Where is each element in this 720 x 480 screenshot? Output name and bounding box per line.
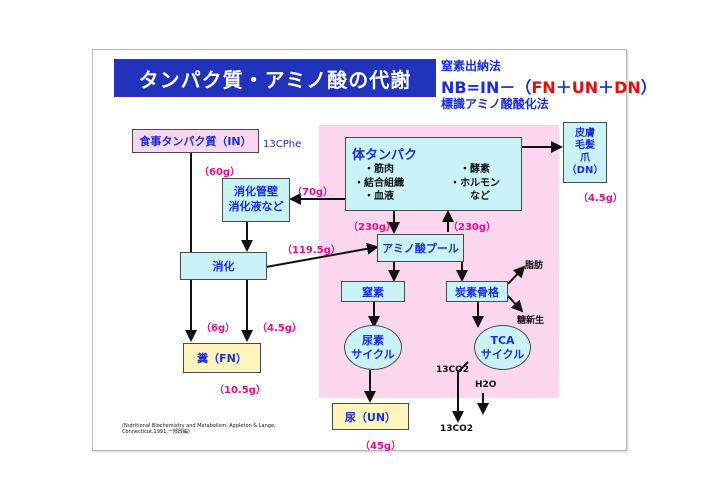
protein-item-etc: など <box>460 191 490 202</box>
skin-line1: 皮膚 <box>575 127 595 139</box>
nitrogen-label: 窒素 <box>362 285 384 299</box>
value-230g-down: （230g） <box>348 222 397 233</box>
h2o-label: H2O <box>475 380 497 390</box>
arrow-digestion-to-pool <box>265 242 379 268</box>
carbon-skeleton-label: 炭素骨格 <box>455 285 499 299</box>
body-protein-list-left: ・筋肉 ・結合組織 ・血液 <box>354 163 404 204</box>
co2-label-bottom: 13CO2 <box>440 424 474 434</box>
nb-formula: NB=IN－（FN＋UN＋DN） <box>441 74 657 98</box>
formula-close: ） <box>640 78 657 97</box>
dietary-protein-label: 食事タンパク質（IN） <box>139 135 252 148</box>
digestion-box: 消化 <box>180 252 267 280</box>
urine-box: 尿（UN） <box>332 403 409 430</box>
value-60g: （60g） <box>199 167 241 178</box>
protein-item-blood: ・血液 <box>364 191 394 202</box>
amino-pool-label: アミノ酸プール <box>382 242 459 255</box>
value-119-5g: （119.5g） <box>282 245 341 256</box>
labeled-amino-acid-label: 標識アミノ酸酸化法 <box>441 97 549 111</box>
urine-label: 尿（UN） <box>344 410 397 424</box>
fat-label: 脂肪 <box>525 261 544 271</box>
body-protein-title: 体タンパク <box>352 148 418 163</box>
value-230g-up: （230g） <box>448 222 497 233</box>
arrow-carbon-to-fat <box>507 265 526 285</box>
skin-line3: 爪 <box>580 152 590 164</box>
arrow-tca-to-co2 <box>452 361 469 423</box>
feces-label: 糞（FN） <box>197 352 247 365</box>
nitrogen-balance-label: 窒素出納法 <box>441 59 502 73</box>
digestive-enzymes-line2: 消化液など <box>228 200 284 213</box>
co2-label-tca: 13CO2 <box>436 365 470 375</box>
value-70g: （70g） <box>292 187 334 198</box>
carbon-skeleton-box: 炭素骨格 <box>446 281 508 302</box>
arrow-carbon-to-gluconeo <box>507 295 524 313</box>
title-text: タンパク質・アミノ酸の代謝 <box>138 67 412 92</box>
tca-cycle-oval: TCA サイクル <box>474 325 531 370</box>
urea-cycle-line2: サイクル <box>351 347 395 361</box>
tca-line2: サイクル <box>480 347 525 361</box>
value-4-5g-skin: （4.5g） <box>578 193 623 204</box>
tca-line1: TCA <box>490 334 515 348</box>
body-protein-box: 体タンパク ・筋肉 ・結合組織 ・血液 ・酵素 ・ホルモン など <box>345 137 522 211</box>
digestive-enzymes-line1: 消化管壁 <box>234 185 278 199</box>
skin-hair-nails-box: 皮膚 毛髪 爪 （DN） <box>563 122 607 183</box>
nitrogen-box: 窒素 <box>341 281 405 302</box>
gluconeogenesis-label: 糖新生 <box>517 316 545 326</box>
formula-plus: ＋ <box>598 78 615 97</box>
body-protein-list-right: ・酵素 ・ホルモン など <box>450 163 500 204</box>
citation-text: (Nutritional Biochemistry and Metabolism… <box>122 423 276 436</box>
c13-phe-label: 13CPhe <box>263 139 302 150</box>
skin-line4: （DN） <box>566 165 604 176</box>
urea-cycle-line1: 尿素 <box>362 334 384 348</box>
protein-item-hormone: ・ホルモン <box>450 177 500 189</box>
protein-item-enzyme: ・酵素 <box>460 164 490 175</box>
formula-plus: ＋ <box>555 78 572 97</box>
formula-dn: DN <box>614 78 641 97</box>
slide-title: タンパク質・アミノ酸の代謝 <box>114 59 436 97</box>
value-6g: （6g） <box>201 323 236 334</box>
protein-item-muscle: ・筋肉 <box>364 164 394 175</box>
value-45g: （45g） <box>360 441 402 452</box>
amino-acid-pool-box: アミノ酸プール <box>377 234 464 262</box>
formula-fn: FN <box>531 78 556 97</box>
formula-nb: NB=IN <box>441 78 500 97</box>
urea-cycle-oval: 尿素 サイクル <box>344 325 402 370</box>
dietary-protein-box: 食事タンパク質（IN） <box>132 129 259 153</box>
digestive-enzymes-box: 消化管壁 消化液など <box>222 178 290 222</box>
value-4-5g-feces: （4.5g） <box>257 323 302 334</box>
skin-line2: 毛髪 <box>575 140 595 151</box>
formula-un: UN <box>571 78 599 97</box>
value-10-5g: （10.5g） <box>214 385 266 396</box>
digestion-label: 消化 <box>212 260 235 273</box>
protein-item-connective: ・結合組織 <box>354 177 404 189</box>
formula-minus: －（ <box>499 78 532 97</box>
feces-box: 糞（FN） <box>183 343 261 373</box>
